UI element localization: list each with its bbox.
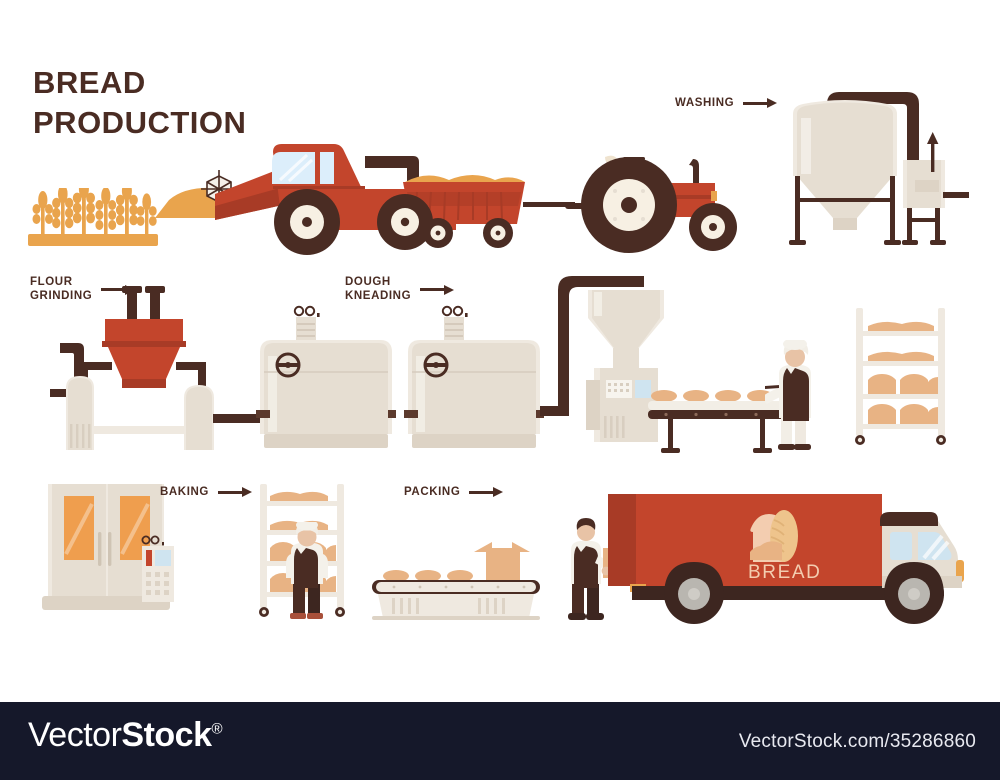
stage-label-washing: WASHING <box>675 96 778 110</box>
delivery-truck <box>608 494 964 624</box>
industrial-oven <box>42 484 174 610</box>
dough-conveyor <box>648 390 794 453</box>
arrow-right-icon <box>743 97 778 109</box>
bread-rack-proofing <box>855 308 946 445</box>
stage-label-dough-kneading: DOUGH KNEADING <box>345 275 455 304</box>
kneading-tank-2 <box>404 305 544 448</box>
vectorstock-url: VectorStock.com/35286860 <box>738 731 976 752</box>
harvester-combine <box>155 144 575 255</box>
truck-brand-text: BREAD <box>748 562 822 583</box>
kneading-tank-1 <box>256 305 396 448</box>
registered-trademark-icon: ® <box>211 720 223 738</box>
arrow-right-icon <box>469 486 504 498</box>
wheat-field <box>28 188 158 246</box>
stage-label-packing: PACKING <box>404 485 504 499</box>
stage-label-washing-text: WASHING <box>675 97 735 109</box>
stage-label-flour-grinding: FLOUR GRINDING <box>30 275 136 304</box>
baker-with-peel <box>765 340 811 450</box>
flour-grinder-hopper <box>50 286 270 450</box>
kneading-output-pipe <box>540 276 644 416</box>
arrow-right-icon <box>420 283 455 295</box>
vectorstock-logo-bold: Stock <box>121 716 212 754</box>
washing-silo <box>789 92 969 245</box>
stage-label-baking: BAKING <box>160 485 252 499</box>
stage-label-packing-text: PACKING <box>404 486 461 498</box>
watermark-bar <box>0 702 1000 780</box>
tractor <box>565 155 737 253</box>
vectorstock-logo: VectorStock® <box>28 716 223 754</box>
stage-label-dough-kneading-text: DOUGH KNEADING <box>345 276 412 303</box>
stage-label-flour-grinding-text: FLOUR GRINDING <box>30 276 93 303</box>
packing-conveyor <box>372 542 540 620</box>
baker-at-rack <box>286 522 328 619</box>
stage-label-baking-text: BAKING <box>160 486 209 498</box>
arrow-right-icon <box>217 486 252 498</box>
vectorstock-logo-light: Vector <box>28 716 122 754</box>
page-title: BREAD PRODUCTION <box>33 65 247 140</box>
dough-dispenser <box>586 290 664 442</box>
